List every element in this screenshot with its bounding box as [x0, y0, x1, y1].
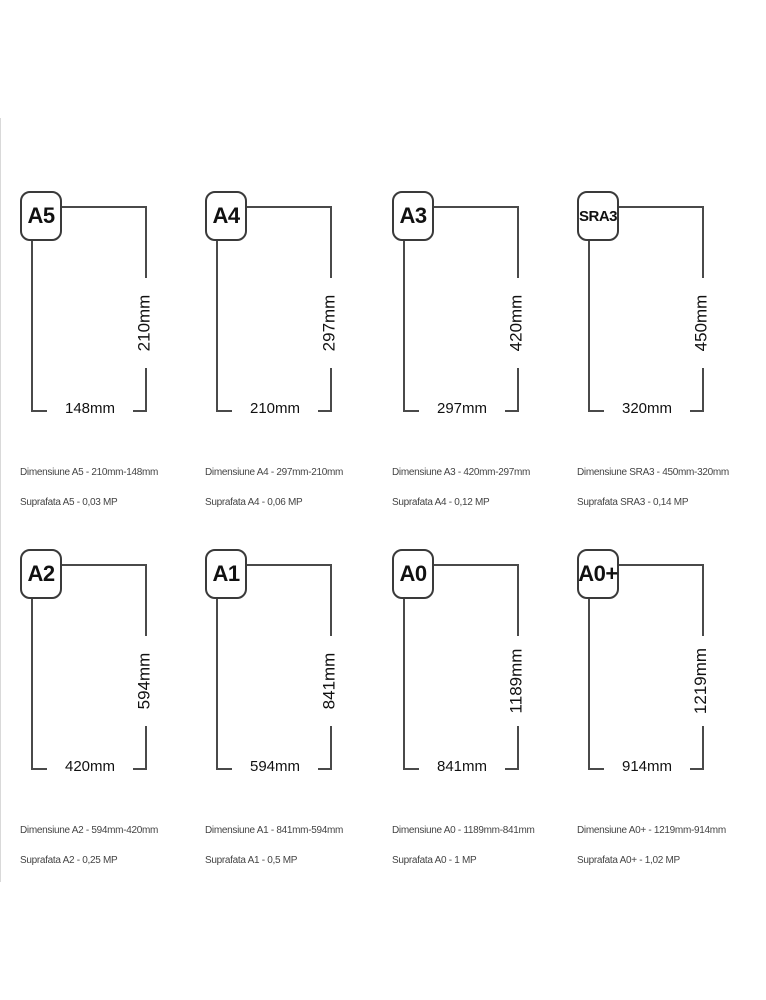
- format-card-a0: A0 1189mm 841mm Dimensiune A0 - 1189mm-8…: [392, 543, 570, 866]
- dimension-text: Dimensiune A1 - 841mm-594mm: [205, 825, 344, 836]
- format-card-a0-plus: A0+ 1219mm 914mm Dimensiune A0+ - 1219mm…: [577, 543, 755, 866]
- height-label: 1189mm: [504, 636, 528, 726]
- format-card-a2: A2 594mm 420mm Dimensiune A2 - 594mm-420…: [20, 543, 198, 866]
- height-label: 1219mm: [689, 636, 713, 726]
- dimension-text: Dimensiune A4 - 297mm-210mm: [205, 467, 344, 478]
- width-label: 914mm: [604, 757, 690, 777]
- dimension-text: Dimensiune SRA3 - 450mm-320mm: [577, 467, 729, 478]
- format-card-a3: A3 420mm 297mm Dimensiune A3 - 420mm-297…: [392, 185, 570, 508]
- width-label: 420mm: [47, 757, 133, 777]
- format-badge: SRA3: [577, 191, 619, 241]
- height-label: 420mm: [504, 278, 528, 368]
- format-badge: A4: [205, 191, 247, 241]
- format-badge: A2: [20, 549, 62, 599]
- format-badge: A1: [205, 549, 247, 599]
- area-text: Suprafata A2 - 0,25 MP: [20, 855, 118, 866]
- height-label: 210mm: [132, 278, 156, 368]
- width-label: 594mm: [232, 757, 318, 777]
- area-text: Suprafata A1 - 0,5 MP: [205, 855, 298, 866]
- area-text: Suprafata A4 - 0,12 MP: [392, 497, 490, 508]
- left-edge-line: [0, 118, 1, 882]
- width-label: 841mm: [419, 757, 505, 777]
- area-text: Suprafata A0+ - 1,02 MP: [577, 855, 680, 866]
- format-card-sra3: SRA3 450mm 320mm Dimensiune SRA3 - 450mm…: [577, 185, 755, 508]
- height-label: 594mm: [132, 636, 156, 726]
- area-text: Suprafata A4 - 0,06 MP: [205, 497, 303, 508]
- width-label: 297mm: [419, 399, 505, 419]
- dimension-text: Dimensiune A5 - 210mm-148mm: [20, 467, 159, 478]
- height-label: 297mm: [317, 278, 341, 368]
- height-label: 841mm: [317, 636, 341, 726]
- height-label: 450mm: [689, 278, 713, 368]
- format-card-a4: A4 297mm 210mm Dimensiune A4 - 297mm-210…: [205, 185, 383, 508]
- format-badge: A0: [392, 549, 434, 599]
- dimension-text: Dimensiune A3 - 420mm-297mm: [392, 467, 531, 478]
- dimension-text: Dimensiune A0 - 1189mm-841mm: [392, 825, 535, 836]
- dimension-text: Dimensiune A2 - 594mm-420mm: [20, 825, 159, 836]
- area-text: Suprafata A5 - 0,03 MP: [20, 497, 118, 508]
- area-text: Suprafata SRA3 - 0,14 MP: [577, 497, 689, 508]
- width-label: 210mm: [232, 399, 318, 419]
- dimension-text: Dimensiune A0+ - 1219mm-914mm: [577, 825, 726, 836]
- format-badge: A0+: [577, 549, 619, 599]
- format-badge: A3: [392, 191, 434, 241]
- format-badge: A5: [20, 191, 62, 241]
- width-label: 148mm: [47, 399, 133, 419]
- area-text: Suprafata A0 - 1 MP: [392, 855, 477, 866]
- format-card-a5: A5 210mm 148mm Dimensiune A5 - 210mm-148…: [20, 185, 198, 508]
- format-card-a1: A1 841mm 594mm Dimensiune A1 - 841mm-594…: [205, 543, 383, 866]
- width-label: 320mm: [604, 399, 690, 419]
